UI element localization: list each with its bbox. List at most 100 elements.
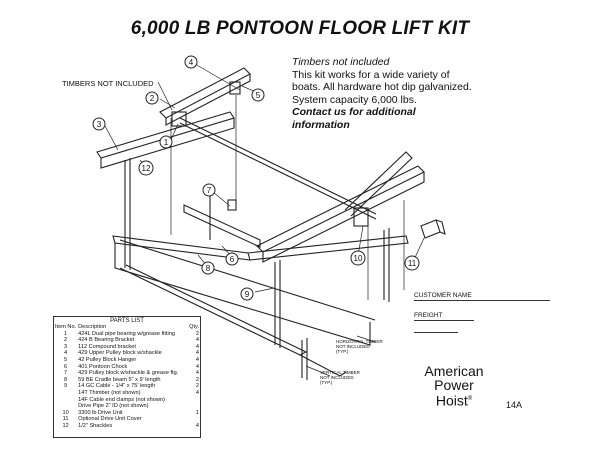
kit-notes: Timbers not included This kit works for … — [292, 56, 592, 131]
drive-pipe-upper — [179, 117, 377, 215]
table-row: 8 59 BE Cradle beam 5" x 9' length 2 — [54, 377, 200, 384]
note-line-3: boats. All hardware hot dip galvanized. — [292, 81, 472, 93]
parts-cell-desc: 424L Dual pipe bearing w/grease fitting — [78, 330, 175, 337]
table-row: Drive Pipe 2" ID (not shown) — [54, 403, 200, 410]
svg-text:HORIZONTAL TIMBER: HORIZONTAL TIMBER — [336, 339, 383, 344]
parts-cell-no: 3 — [64, 343, 68, 350]
timbers-callout: TIMBERS NOT INCLUDED — [62, 79, 154, 88]
pulley-block-hanger — [229, 81, 241, 95]
freight-line — [414, 320, 474, 321]
col-description: Description — [78, 324, 107, 330]
balloon-8-label: 8 — [206, 264, 211, 273]
parts-cell-desc: 429 Pulley block w/shackle & grease ftg. — [78, 370, 179, 377]
table-row: 14F Cable end clamps (not shown) — [54, 397, 200, 404]
balloon-8 — [201, 261, 215, 275]
balloon-2-label: 2 — [150, 94, 155, 103]
freight-label: FREIGHT — [414, 312, 443, 319]
drive-unit-cover — [420, 219, 441, 239]
table-row: 4 429 Upper Pulley block w/shackle 4 — [54, 350, 200, 357]
customer-name-label: CUSTOMER NAME — [414, 292, 472, 299]
parts-cell-desc: 424 B Bearing Bracket — [78, 337, 135, 344]
table-row: 7 429 Pulley block w/shackle & grease ftg… — [54, 370, 200, 377]
brand-hoist: Hoist — [435, 392, 468, 409]
balloon-3 — [92, 117, 106, 131]
balloon-4-label: 4 — [189, 58, 194, 67]
parts-cell-desc: 14F Cable end clamps (not shown) — [78, 396, 165, 403]
parts-cell-qty — [188, 416, 200, 423]
note-line-4: System capacity 6,000 lbs. — [292, 93, 417, 106]
balloon-2 — [145, 91, 159, 105]
parts-cell-qty: 4 — [195, 350, 199, 357]
brand-line-3: Hoist® — [414, 392, 494, 408]
parts-cell-qty: 4 — [195, 337, 199, 344]
parts-cell-no: 9 — [64, 383, 68, 390]
parts-cell-qty: 2 — [195, 376, 199, 383]
balloon-3-label: 3 — [97, 120, 102, 129]
parts-cell-no: 5 — [64, 356, 68, 363]
front-rail — [344, 151, 413, 217]
bearing-bracket — [171, 111, 187, 127]
page-title: 6,000 LB PONTOON FLOOR LIFT KIT — [130, 18, 470, 39]
right-long-timber — [256, 165, 425, 253]
registered-mark: ® — [467, 396, 473, 402]
table-row: 5 42 Pulley Block Hanger 4 — [54, 357, 200, 364]
balloon-7 — [202, 183, 216, 197]
balloon-1-label: 1 — [164, 138, 169, 147]
balloon-11 — [404, 255, 420, 271]
parts-cell-no: 6 — [64, 363, 68, 370]
svg-text:(TYP.): (TYP.) — [320, 380, 333, 385]
parts-cell-desc: 14T Thimber (not shown) — [78, 389, 141, 396]
parts-cell-no — [54, 403, 77, 410]
parts-cell-qty: 4 — [195, 363, 199, 370]
table-row: 1 424L Dual pipe bearing w/grease fitting… — [54, 331, 200, 338]
cradle-beam-upper — [183, 204, 261, 248]
balloon-6-label: 6 — [230, 255, 235, 264]
table-row: 14T Thimber (not shown) 4 — [54, 390, 200, 397]
parts-cell-desc: Drive Pipe 2" ID (not shown) — [78, 403, 149, 410]
parts-cell-no: 2 — [64, 337, 68, 344]
parts-list-heading: PARTS LIST — [110, 318, 144, 324]
parts-cell-no: 4 — [64, 350, 68, 357]
parts-cell-qty: 4 — [195, 343, 199, 350]
parts-cell-no: 8 — [64, 376, 68, 383]
parts-cell-no: 7 — [64, 370, 68, 377]
upper-rear-timber — [159, 67, 251, 119]
horizontal-timber-note: HORIZONTAL TIMBER NOT INCLUDED (TYP.) — [336, 339, 383, 354]
parts-cell-desc: 3300 lb Drive Unit — [78, 409, 123, 416]
table-row: 2 424 B Bearing Bracket 4 — [54, 337, 200, 344]
bottom-beam-left — [119, 264, 308, 356]
balloon-6 — [225, 252, 239, 266]
parts-cell-qty: 2 — [195, 330, 199, 337]
drawing-code: 14A — [506, 400, 523, 410]
upper-rear-timber-side — [165, 74, 251, 126]
parts-cell-desc: 59 BE Cradle beam 5" x 9' length — [78, 376, 161, 383]
parts-cell-desc: 429 Upper Pulley block w/shackle — [78, 350, 162, 357]
balloon-1 — [159, 135, 173, 149]
note-timbers: Timbers not included — [292, 56, 390, 68]
balloon-10-label: 10 — [354, 254, 363, 263]
parts-cell-no: 1 — [64, 330, 68, 337]
balloon-9-label: 9 — [245, 290, 250, 299]
parts-cell-qty: 4 — [195, 389, 199, 396]
cradle-beam-lower — [114, 243, 371, 346]
balloon-11-label: 11 — [408, 259, 417, 268]
balloon-4 — [184, 55, 198, 69]
parts-cell-desc: Optional Drive Unit Cover — [78, 416, 142, 423]
parts-cell-qty: 4 — [195, 422, 199, 429]
brand-line-1: American — [424, 363, 484, 379]
parts-cell-qty: 4 — [195, 356, 199, 363]
parts-cell-no — [54, 397, 77, 404]
parts-cell-desc: 42 Pulley Block Hanger — [78, 356, 137, 363]
svg-text:NOT INCLUDED: NOT INCLUDED — [336, 344, 370, 349]
freight-line-2 — [414, 332, 458, 333]
svg-text:VERTICAL TIMBER: VERTICAL TIMBER — [320, 370, 361, 375]
note-contact-2: information — [292, 118, 350, 131]
